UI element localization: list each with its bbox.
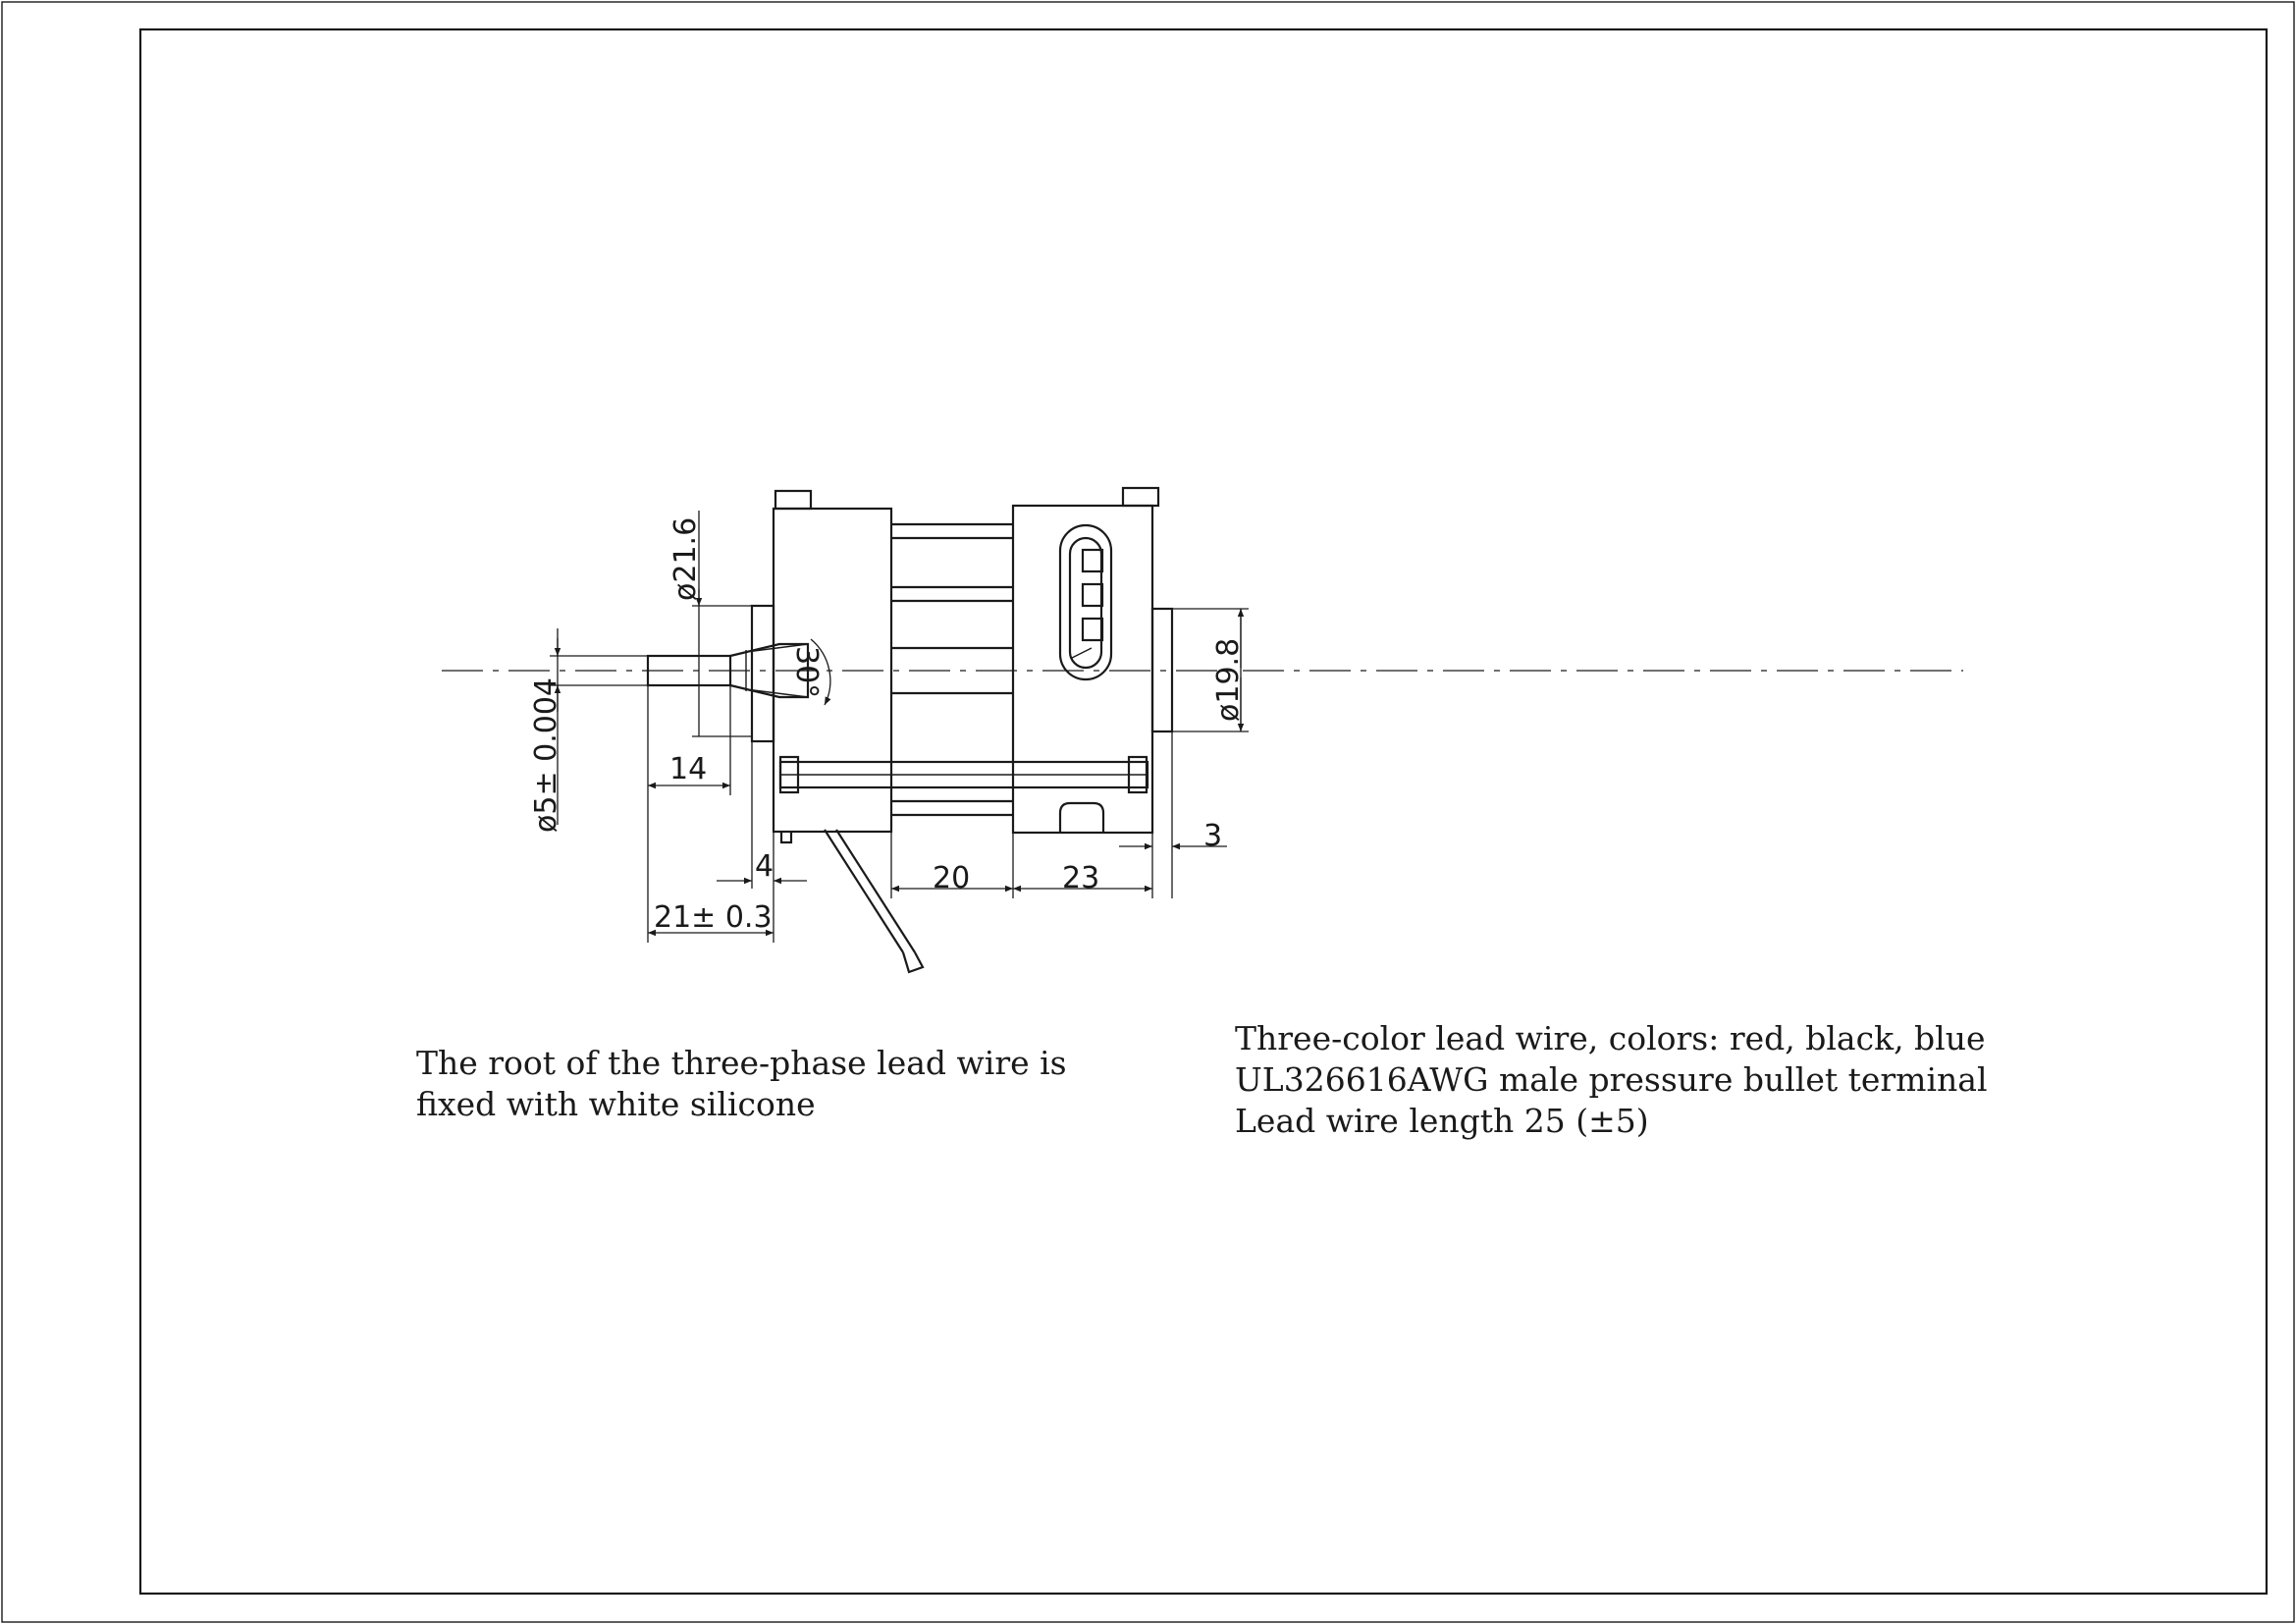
inner-frame [138,27,2269,1596]
shaft-chamfer [729,642,810,699]
front-flange [750,604,775,743]
note-right-line-1: Three-color lead wire, colors: red, blac… [1235,1019,1986,1057]
note-right-line-2: UL326616AWG male pressure bullet termina… [1235,1060,1988,1099]
dim-shaft-step-length: 14 [669,752,707,786]
connector-slot [1058,523,1113,681]
dim-shaft-length: 21± 0.3 [654,900,773,935]
dim-rear-boss-length: 3 [1203,819,1222,853]
motor-side-view [646,486,1174,974]
note-right: Three-color lead wire, colors: red, blac… [1235,1019,1988,1140]
rear-boss [1150,607,1174,733]
dim-chamfer-angle: 30° [789,646,824,698]
dim-middle-length: 20 [933,861,970,895]
dim-flange-thickness: 4 [755,849,774,884]
dim-rear-length: 23 [1062,861,1099,895]
tie-rods [778,522,1149,817]
dimension-lines [550,511,1249,943]
dim-flange-diameter: ø21.6 [668,517,703,601]
note-left: The root of the three-phase lead wire is… [416,1044,1067,1123]
note-left-line-2: fixed with white silicone [416,1085,816,1123]
dim-shaft-diameter: ø5± 0.004 [529,677,563,833]
note-left-line-1: The root of the three-phase lead wire is [416,1044,1067,1082]
dim-rear-diameter: ø19.8 [1211,638,1246,722]
note-right-line-3: Lead wire length 25 (±5) [1235,1102,1649,1140]
front-end-cap [772,507,893,834]
lead-wire [824,829,925,974]
shaft [646,654,732,687]
